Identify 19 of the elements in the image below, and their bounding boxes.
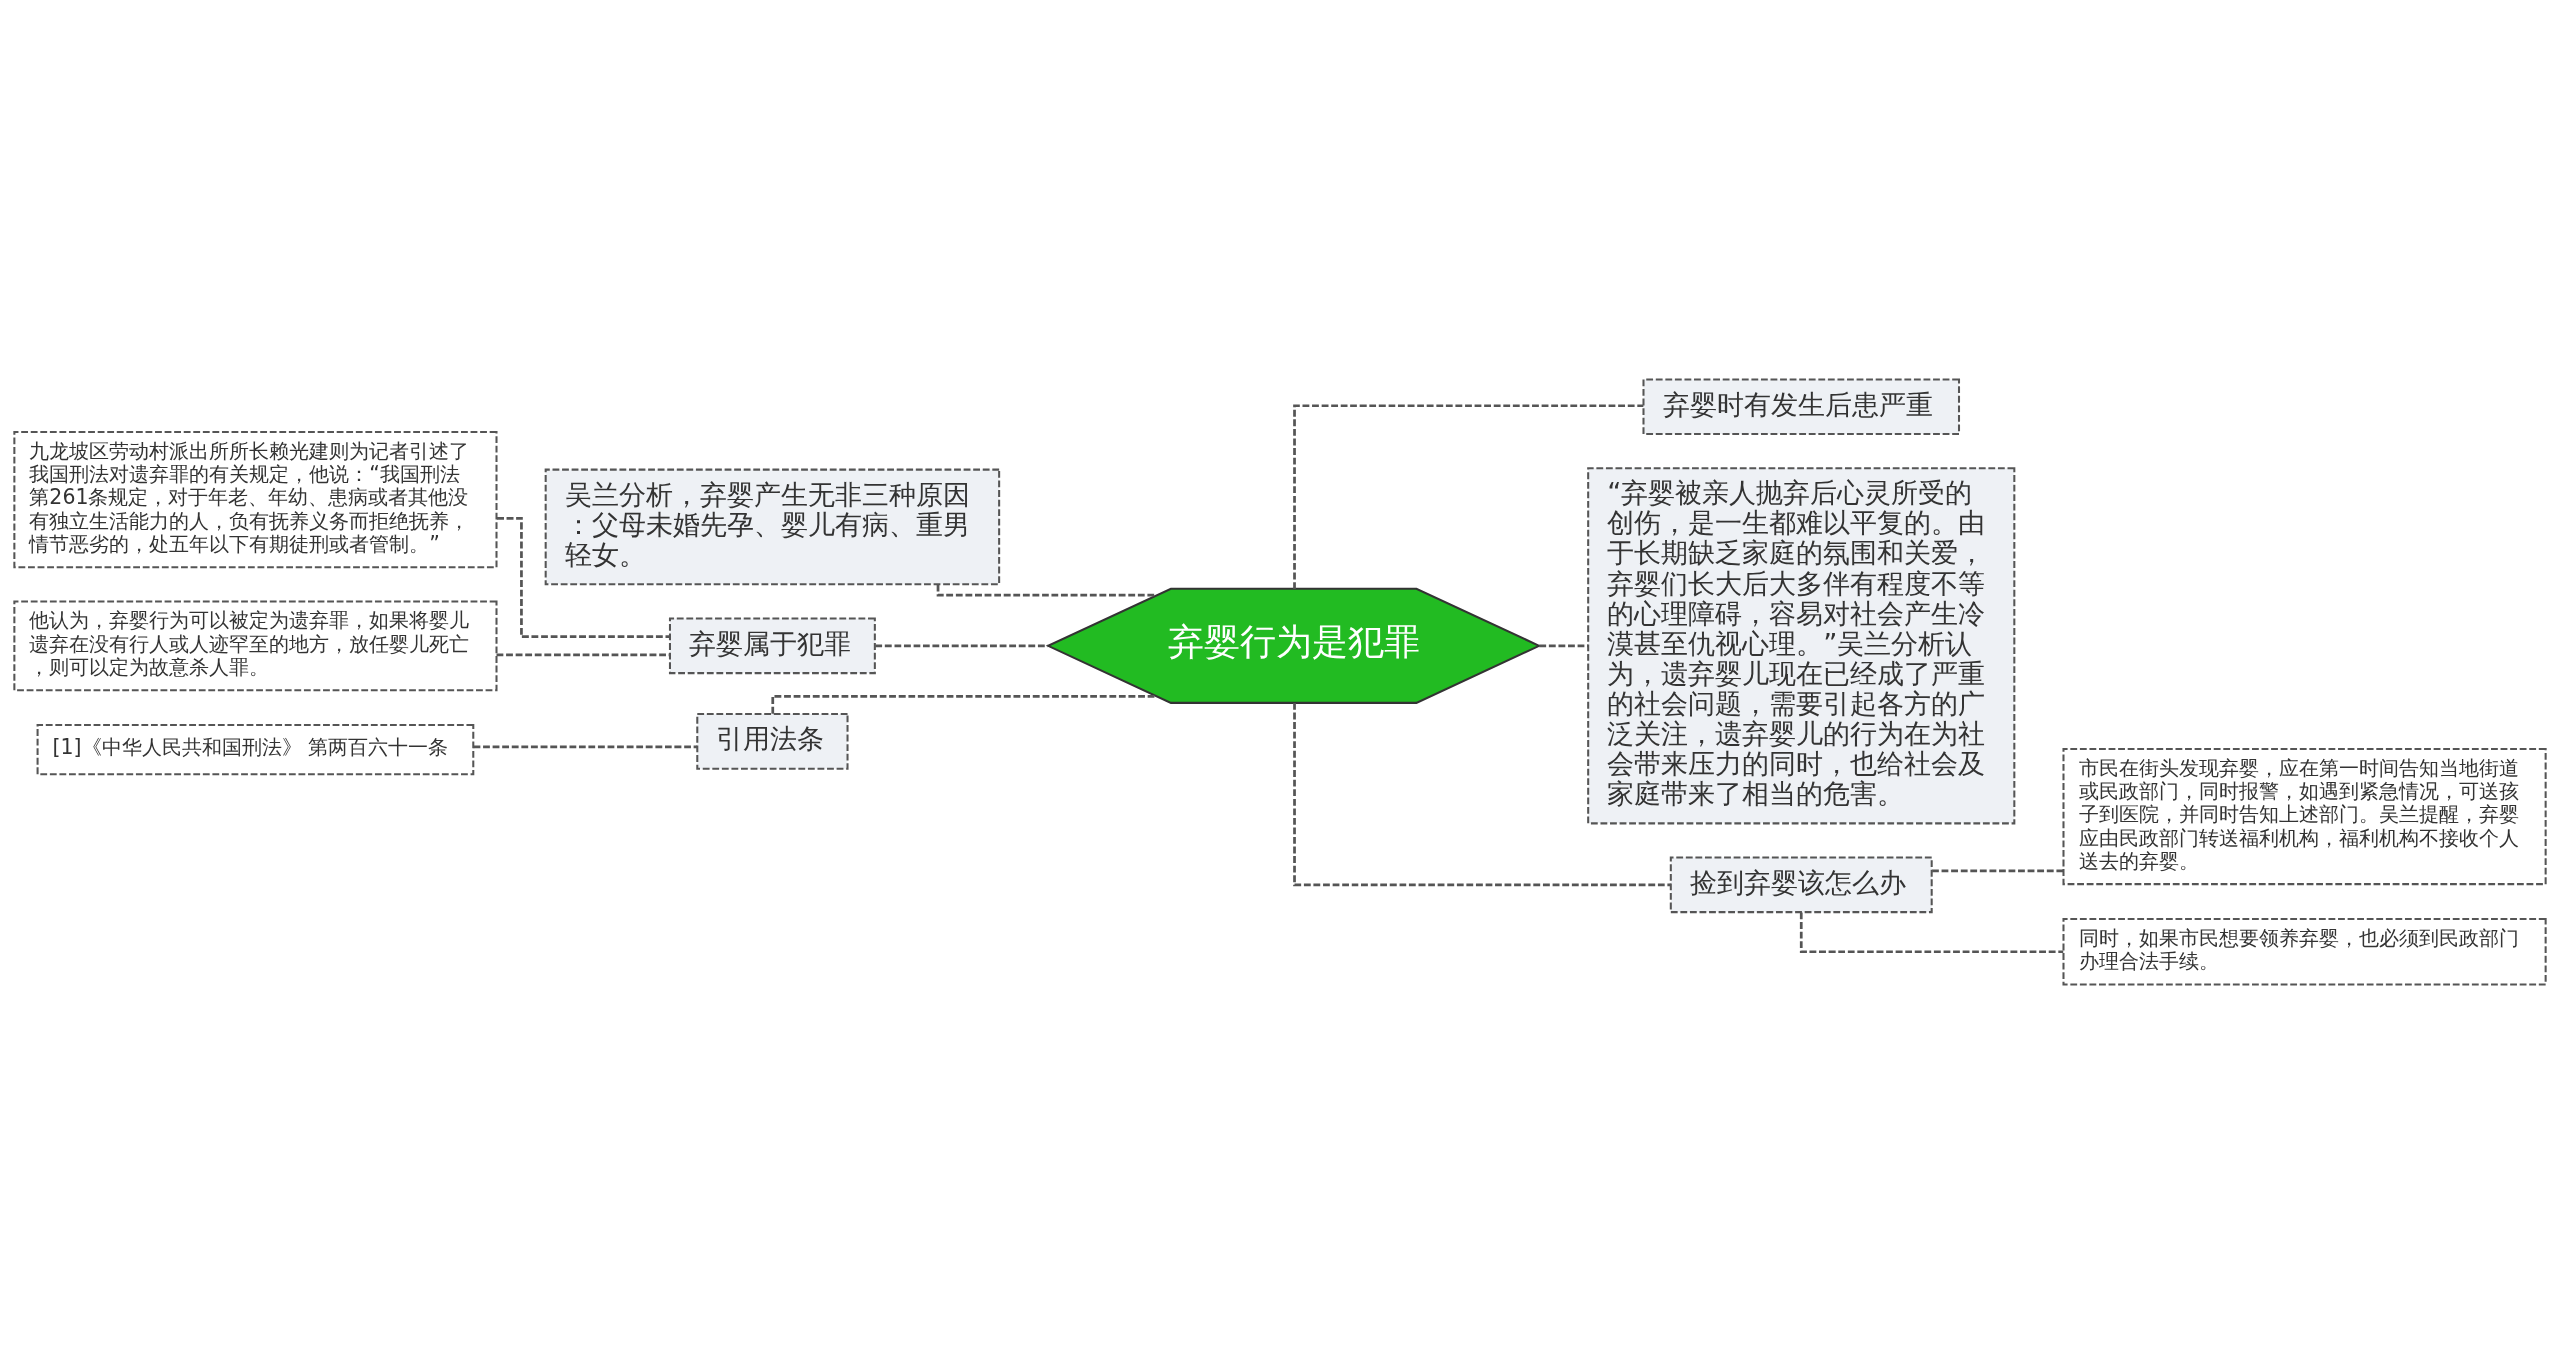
node-box: 市民在街头发现弃婴，应在第一时间告知当地街道或民政部门，同时报警，如遇到紧急情况，可送孩子到医院，并同时告知上述部门。吴兰提醒，弃婴应由民政部门转送福利机构，福利机构不接收个人送去的弃婴。 (2062, 747, 2547, 885)
node-box: 吴兰分析，弃婴产生无非三种原因：父母未婚先孕、婴儿有病、重男轻女。 (544, 468, 1001, 585)
node-box: 引用法条 (696, 712, 849, 770)
connector (1539, 643, 1589, 647)
connector (1293, 403, 1644, 589)
connector (473, 745, 698, 748)
node-box: 捡到弃婴该怎么办 (1669, 856, 1933, 913)
connector (1932, 868, 2064, 872)
node-box: 九龙坡区劳动村派出所所长赖光建则为记者引述了我国刑法对遗弃罪的有关规定，他说：“我国刑法第261条规定，对于年老、年幼、患病或者其他没有独立生活能力的人，负有抚养义务而拒绝抚养，情节恶劣的，处五年以下有期徒刑或者管制。” (13, 430, 498, 568)
node-box: 弃婴属于犯罪 (668, 616, 876, 674)
connector (875, 643, 1048, 647)
connector (496, 653, 670, 656)
node-box: “弃婴被亲人抛弃后心灵所受的创伤，是一生都难以平复的。由于长期缺乏家庭的氛围和关爱，弃婴们长大后大多伴有程度不等的心理障碍，容易对社会产生冷漠甚至仇视心理。”吴兰分析认为，遗弃婴儿现在已经成了严重的社会问题，需要引起各方的广泛关注，遗弃婴儿的行为在为社会带来压力的同时，也给社会及家庭带来了相当的危害。 (1587, 466, 2016, 824)
connector (1799, 911, 2064, 953)
node-box: 同时，如果市民想要领养弃婴，也必须到民政部门办理合法手续。 (2062, 917, 2547, 986)
node-box: [1]《中华人民共和国刑法》 第两百六十一条 (36, 723, 475, 775)
connector (1293, 702, 1671, 886)
node-box: 弃婴时有发生后患严重 (1642, 377, 1961, 435)
node-box: 他认为，弃婴行为可以被定为遗弃罪，如果将婴儿遗弃在没有行人或人迹罕至的地方，放任婴儿死亡，则可以定为故意杀人罪。 (13, 599, 498, 691)
